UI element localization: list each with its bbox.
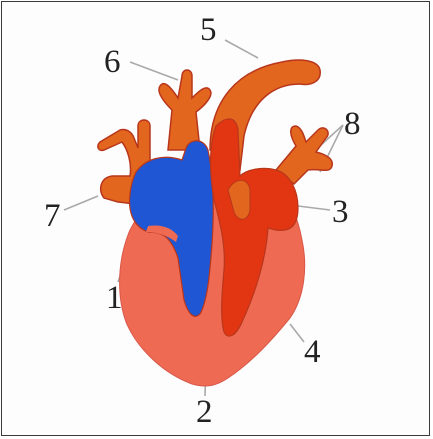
- label-2: 2: [196, 396, 213, 429]
- leader-4: [290, 324, 304, 342]
- leader-3: [298, 206, 330, 210]
- leader-6: [130, 62, 178, 80]
- label-5: 5: [200, 14, 217, 47]
- label-3: 3: [332, 196, 349, 229]
- label-6: 6: [104, 46, 121, 79]
- branch-vessel-6: [159, 70, 211, 150]
- leader-5: [225, 40, 258, 58]
- label-1: 1: [106, 282, 123, 315]
- label-4: 4: [304, 336, 321, 369]
- leader-7: [64, 196, 98, 210]
- label-7: 7: [44, 200, 61, 233]
- label-8: 8: [344, 108, 361, 141]
